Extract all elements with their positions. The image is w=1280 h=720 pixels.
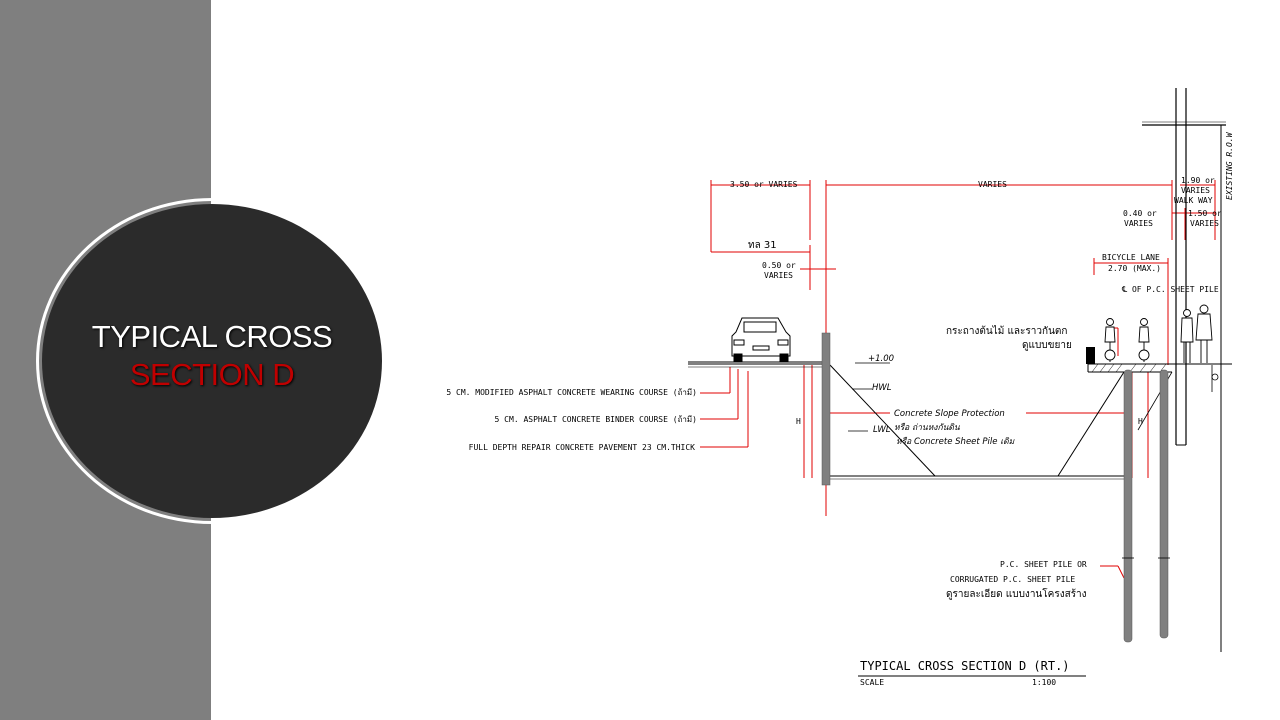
dim-label: VARIES <box>764 271 793 280</box>
dim-label: VARIES <box>978 180 1007 189</box>
material-callouts: 5 CM. MODIFIED ASPHALT CONCRETE WEARING … <box>446 388 697 452</box>
sheet-pile-cl-label: ℄ OF P.C. SHEET PILE <box>1121 285 1219 294</box>
dim-label: VARIES <box>1124 219 1153 228</box>
pile-label: P.C. SHEET PILE OR <box>1000 560 1087 569</box>
dim-label: 3.50 or VARIES <box>730 180 798 189</box>
dim-label: BICYCLE LANE <box>1102 253 1160 262</box>
dim-label: VARIES <box>1181 186 1210 195</box>
slide-title-line2: SECTION D <box>129 357 295 392</box>
h-mark: H <box>1138 417 1143 426</box>
drawing-title: TYPICAL CROSS SECTION D (RT.) <box>860 659 1070 673</box>
dim-label: 0.40 or <box>1123 209 1157 218</box>
dim-label: 1.50 or <box>1188 209 1222 218</box>
row-label: EXISTING R.O.W <box>1225 131 1234 200</box>
pile-label: ดูรายละเอียด แบบงานโครงสร้าง <box>946 587 1087 600</box>
dim-label: VARIES <box>1190 219 1219 228</box>
structure-lines <box>688 88 1232 677</box>
slope-label: Concrete Slope Protection <box>894 409 1005 419</box>
lwl-label: LWL <box>873 425 891 435</box>
slope-label: หรือ ถ่านหงกันดิน <box>894 422 960 433</box>
slide-title: TYPICAL CROSS SECTION D <box>42 318 382 394</box>
planter-label: กระถางต้นไม้ และราวกันตก <box>946 325 1067 337</box>
slope-label: หรือ Concrete Sheet Pile เดิม <box>896 436 1015 447</box>
callout-concrete-pavement: FULL DEPTH REPAIR CONCRETE PAVEMENT 23 C… <box>469 443 696 452</box>
pedestrian-icon <box>1195 304 1213 363</box>
dimension-lines <box>700 180 1216 579</box>
scale-label: SCALE <box>860 678 884 687</box>
pedestrian-icon <box>1180 309 1194 363</box>
dim-label: ทล 31 <box>748 240 777 251</box>
car-icon <box>731 317 791 363</box>
left-sheet-pile <box>821 332 831 486</box>
drawing-labels: ℄ OF P.C. SHEET PILE กระถางต้นไม้ และราว… <box>796 285 1219 600</box>
scale-value: 1:100 <box>1032 678 1056 687</box>
slide-title-line1: TYPICAL CROSS <box>91 319 333 354</box>
right-sheet-pile-2 <box>1159 369 1169 639</box>
dim-label: 0.50 or <box>762 261 796 270</box>
pile-label: CORRUGATED P.C. SHEET PILE <box>950 575 1075 584</box>
elevation-label: +1.00 <box>868 354 894 364</box>
dim-label: WALK WAY <box>1174 196 1213 205</box>
dimension-labels: 3.50 or VARIES VARIES 1.90 or VARIES WAL… <box>730 131 1234 280</box>
dim-label: 2.70 (MAX.) <box>1108 264 1161 273</box>
cyclist-icon <box>1104 318 1116 362</box>
dim-label: 1.90 or <box>1181 176 1215 185</box>
walkway-hatch <box>1091 363 1167 373</box>
title-block: TYPICAL CROSS SECTION D (RT.) SCALE 1:10… <box>860 659 1070 687</box>
planter-icon <box>1086 347 1095 364</box>
h-mark: H <box>796 417 801 426</box>
hwl-label: HWL <box>872 383 892 393</box>
callout-wearing-course: 5 CM. MODIFIED ASPHALT CONCRETE WEARING … <box>446 388 697 397</box>
cyclist-icon <box>1138 318 1150 362</box>
title-circle <box>42 204 382 518</box>
right-sheet-pile-1 <box>1123 369 1133 643</box>
callout-binder-course: 5 CM. ASPHALT CONCRETE BINDER COURSE (ถ้… <box>495 415 697 424</box>
planter-label: ดูแบบขยาย <box>1022 340 1072 351</box>
title-circle-ring <box>36 198 388 524</box>
